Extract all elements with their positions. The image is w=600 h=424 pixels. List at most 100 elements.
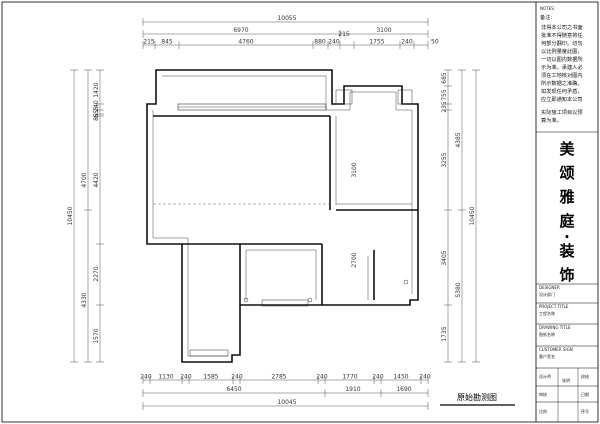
dim-top-overall: 10055 [277, 15, 296, 22]
svg-text:审核: 审核 [539, 391, 547, 397]
dim-top-240a: 240 [328, 39, 340, 46]
notes-label: 备注: [540, 13, 552, 21]
svg-text:颂: 颂 [559, 164, 574, 182]
svg-text:所示数据之准确。: 所示数据之准确。 [541, 79, 583, 87]
drawing-title-block: 原始勘测图 [440, 392, 515, 406]
dim-right-3255: 3255 [441, 152, 448, 167]
dim-left-655: 655 [93, 106, 100, 118]
svg-text:须在工地核对图内: 须在工地核对图内 [541, 71, 583, 79]
dim-bot-1770: 1770 [342, 374, 357, 381]
dim-bot-1690: 1690 [396, 386, 411, 393]
field-designer: DESIGNER 设计部门 [539, 285, 560, 297]
svg-text:示为准。承建人必: 示为准。承建人必 [541, 63, 583, 71]
notes-heading: NOTES: [540, 6, 555, 11]
dim-right-5380: 5380 [455, 282, 462, 297]
dim-bot-1585: 1585 [203, 374, 218, 381]
dim-bot-240b: 240 [180, 374, 192, 381]
dim-bot-2785: 2785 [271, 374, 286, 381]
dim-top-1755: 1755 [369, 39, 384, 46]
dim-right-235: 235 [441, 101, 448, 113]
dim-bot-240c: 240 [231, 374, 243, 381]
svg-text:PROJECT TITLE: PROJECT TITLE [539, 304, 569, 309]
dim-top-215a: 215 [143, 39, 155, 46]
svg-text:饰: 饰 [559, 266, 574, 284]
dim-interior-3100: 3100 [351, 162, 358, 177]
right-dimensions: 685 755 235 3255 3405 1735 4385 5380 104… [441, 69, 480, 363]
dim-right-755: 755 [441, 89, 448, 101]
svg-text:一切以图内数据所: 一切以图内数据所 [541, 55, 583, 63]
svg-text:客户签名: 客户签名 [539, 353, 555, 359]
dim-right-685: 685 [441, 72, 448, 84]
brand-logo-text: 美 颂 雅 庭 · 装 饰 [558, 140, 575, 284]
svg-text:日期: 日期 [581, 391, 589, 397]
field-drawing-title: DRAWING TITLE 图纸名称 [539, 325, 571, 337]
dim-top-4760: 4760 [238, 39, 253, 46]
svg-text:张明: 张明 [562, 377, 570, 383]
svg-text:以比例量度此图，: 以比例量度此图， [541, 47, 583, 55]
dim-top-845: 845 [161, 39, 173, 46]
top-row3-ticks [142, 41, 429, 49]
field-customer-sign: CUSTOMER SIGN 客户签名 [539, 347, 573, 359]
interior-dimensions: 3100 2700 [351, 162, 358, 267]
svg-text:实际施工项目以预: 实际施工项目以预 [541, 108, 583, 116]
dim-bot-1130: 1130 [158, 374, 173, 381]
dim-left-85: 85 [93, 113, 100, 121]
field-project-title: PROJECT TITLE 工程名称 [539, 304, 569, 316]
dim-top-880: 880 [314, 39, 326, 46]
dim-bot-240a: 240 [140, 374, 152, 381]
dim-bot-overall: 10045 [277, 399, 296, 406]
bottom-dimensions: 240 1130 240 1585 240 2785 240 1770 240 … [140, 374, 431, 410]
dim-interior-2700: 2700 [351, 252, 358, 267]
dim-left-4420: 4420 [93, 172, 100, 187]
svg-text:批准不得随意将任: 批准不得随意将任 [541, 31, 583, 39]
dim-left-overall: 10450 [67, 206, 74, 225]
svg-text:美: 美 [559, 140, 575, 158]
dim-left-4700: 4700 [81, 172, 88, 187]
svg-text:应立即通知本公司: 应立即通知本公司 [541, 95, 583, 103]
drawing-title: 原始勘测图 [457, 392, 497, 402]
dim-bot-1910: 1910 [345, 386, 360, 393]
svg-text:工程名称: 工程名称 [539, 310, 555, 316]
svg-text:比例: 比例 [539, 408, 547, 414]
svg-text:非得本公司之书面: 非得本公司之书面 [541, 23, 583, 31]
dim-left-2270: 2270 [93, 266, 100, 281]
signoff-grid: 设计师 张明 校核 审核 日期 比例 序号 [536, 368, 598, 422]
svg-text:如发现任何矛盾，: 如发现任何矛盾， [541, 87, 583, 95]
dim-top-50: 50 [431, 39, 439, 46]
dim-bot-240f: 240 [419, 374, 431, 381]
dim-top-6970: 6970 [233, 27, 248, 34]
dim-right-overall: 10450 [469, 206, 476, 225]
dim-right-3405: 3405 [441, 250, 448, 265]
svg-text:庭: 庭 [559, 212, 575, 230]
svg-text:装: 装 [558, 242, 575, 260]
dim-left-240: 240 [93, 100, 100, 112]
dim-left-1420: 1420 [93, 82, 100, 97]
dim-left-4330: 4330 [81, 292, 88, 307]
title-block: NOTES: 备注: 非得本公司之书面 批准不得随意将任 何部分翻印。切勿 以比… [535, 2, 598, 422]
svg-text:·: · [564, 228, 570, 246]
floor-plan-walls [146, 69, 419, 363]
svg-text:校核: 校核 [581, 373, 589, 379]
top-dimensions: 10055 6970 3100 215 845 4760 880 240 215… [142, 15, 439, 49]
dim-right-1735: 1735 [441, 326, 448, 341]
svg-text:DESIGNER: DESIGNER [539, 285, 560, 290]
dim-top-3100: 3100 [376, 27, 391, 34]
svg-text:何部分翻印。切勿: 何部分翻印。切勿 [541, 39, 583, 47]
svg-text:CUSTOMER SIGN: CUSTOMER SIGN [539, 347, 573, 352]
svg-text:序号: 序号 [581, 408, 589, 414]
dim-bot-6450: 6450 [226, 386, 241, 393]
notes-text: 非得本公司之书面 批准不得随意将任 何部分翻印。切勿 以比例量度此图， 一切以图… [541, 23, 583, 124]
left-dimensions: 10450 4700 4330 1420 240 655 85 4420 227… [67, 69, 104, 363]
svg-text:雅: 雅 [558, 188, 574, 206]
svg-text:DRAWING TITLE: DRAWING TITLE [539, 325, 571, 330]
svg-text:设计部门: 设计部门 [539, 291, 555, 297]
dim-bot-1450: 1450 [393, 374, 408, 381]
dim-bot-240e: 240 [372, 374, 384, 381]
svg-text:算为准。: 算为准。 [541, 116, 562, 124]
dim-bot-240d: 240 [316, 374, 328, 381]
dim-left-1570: 1570 [93, 328, 100, 343]
svg-text:设计师: 设计师 [539, 373, 551, 379]
svg-text:图纸名称: 图纸名称 [539, 331, 555, 337]
